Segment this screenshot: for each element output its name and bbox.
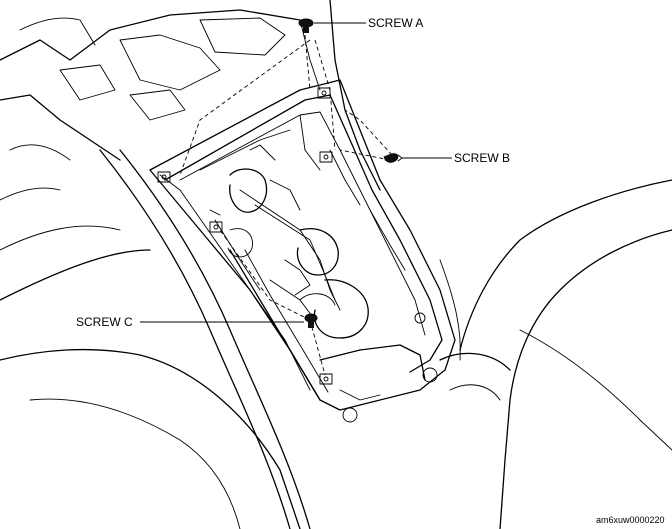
reference-code: am6xuw0000220 — [596, 515, 665, 525]
screw-b-icon — [383, 153, 403, 163]
shift-mechanism — [209, 144, 369, 339]
screw-a-icon — [298, 18, 314, 33]
screw-a-label: SCREW A — [368, 16, 423, 30]
left-seat-outline — [0, 149, 311, 529]
console-panel — [149, 79, 456, 423]
dashboard-outline — [0, 0, 381, 251]
mounting-tabs — [157, 87, 333, 385]
alignment-lines — [179, 34, 393, 376]
right-seat-outline — [439, 179, 672, 529]
screw-c-icon — [304, 313, 318, 328]
screw-c-label: SCREW C — [76, 315, 133, 329]
screw-b-label: SCREW B — [454, 151, 510, 165]
